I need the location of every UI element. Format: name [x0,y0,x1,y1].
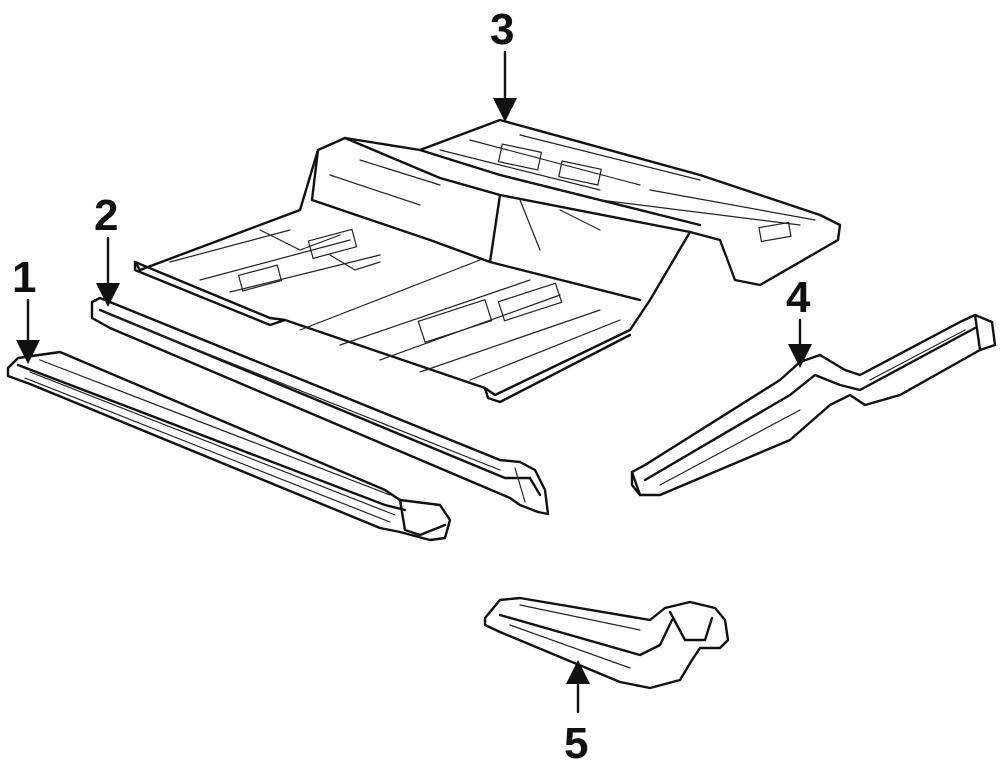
rail-part [630,313,997,497]
callout-3-label: 3 [490,5,514,54]
callout-2-label: 2 [94,191,118,240]
callout-5-label: 5 [564,719,588,764]
callout-4-label: 4 [786,273,811,322]
callout-1-label: 1 [12,253,36,302]
inner-rocker-part [90,296,550,516]
floor-pan-part [133,118,842,404]
outer-rocker-part [6,350,452,542]
bracket-part [483,596,730,690]
